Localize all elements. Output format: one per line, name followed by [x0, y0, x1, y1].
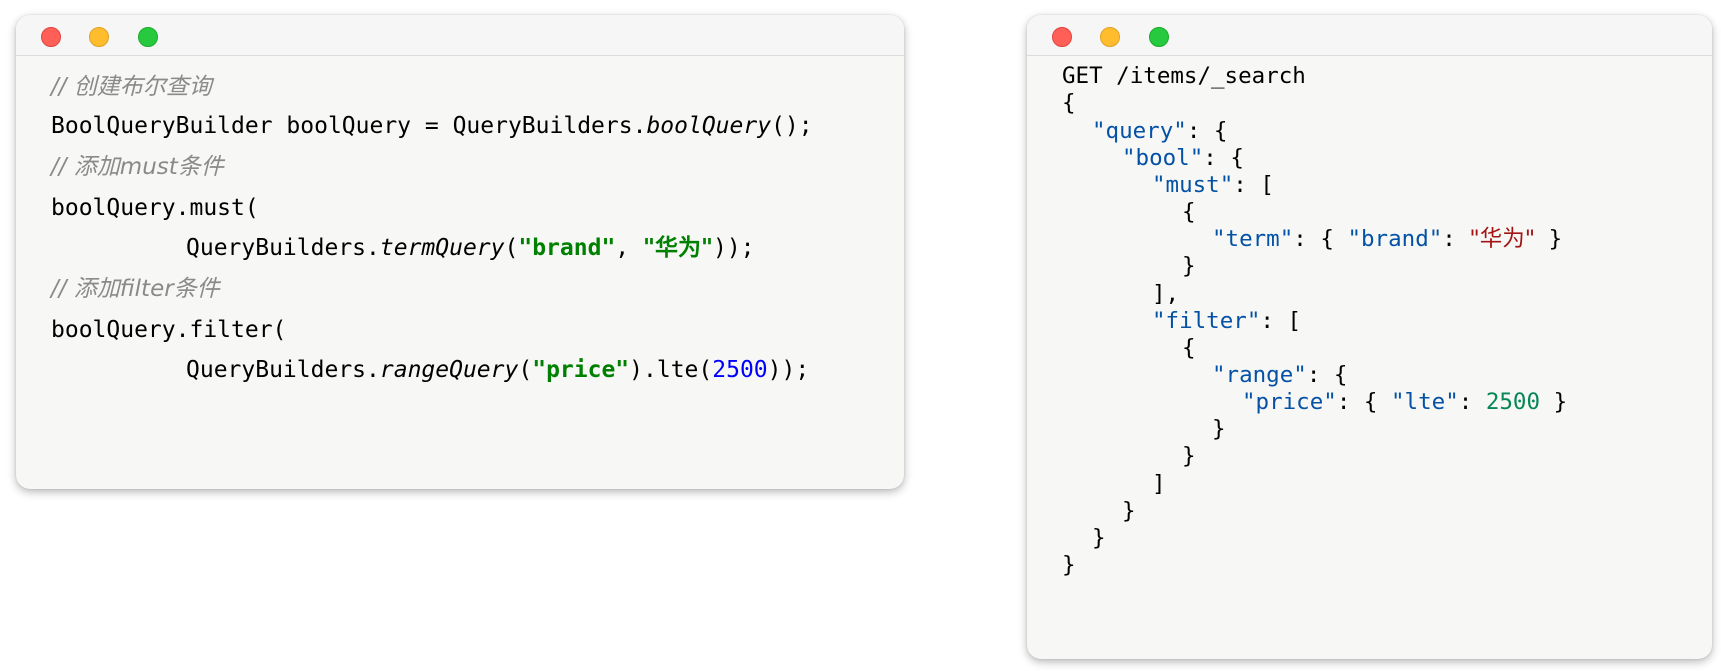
window-titlebar [1027, 15, 1712, 56]
code-line: QueryBuilders.termQuery("brand", "华为")); [186, 235, 755, 261]
maximize-window-button[interactable] [1149, 27, 1169, 47]
code-line: "query": { [1092, 118, 1228, 144]
code-line: QueryBuilders.rangeQuery("price").lte(25… [186, 357, 810, 383]
java-code-window: // 创建布尔查询 BoolQueryBuilder boolQuery = Q… [16, 15, 904, 489]
code-line: "term": { "brand": "华为" } [1212, 226, 1563, 252]
code-line: } [1212, 416, 1226, 442]
code-line: "filter": [ [1152, 308, 1302, 334]
code-comment: // 创建布尔查询 [51, 74, 212, 100]
code-line: boolQuery.must( [51, 195, 259, 221]
code-line: } [1092, 525, 1106, 551]
code-line: } [1182, 443, 1196, 469]
code-line: BoolQueryBuilder boolQuery = QueryBuilde… [51, 113, 813, 139]
code-line: } [1122, 498, 1136, 524]
code-line: "range": { [1212, 362, 1348, 388]
code-line: boolQuery.filter( [51, 317, 287, 343]
code-line: ], [1152, 281, 1180, 307]
close-window-button[interactable] [1052, 27, 1072, 47]
code-line: } [1182, 253, 1196, 279]
code-line: } [1062, 552, 1076, 578]
code-line: { [1062, 90, 1076, 116]
minimize-window-button[interactable] [89, 27, 109, 47]
code-line: ] [1152, 471, 1166, 497]
window-titlebar [16, 15, 904, 56]
maximize-window-button[interactable] [138, 27, 158, 47]
code-line: GET /items/_search [1062, 63, 1306, 89]
code-line: { [1182, 199, 1196, 225]
minimize-window-button[interactable] [1100, 27, 1120, 47]
code-line: "bool": { [1122, 145, 1244, 171]
java-code-block: // 创建布尔查询 BoolQueryBuilder boolQuery = Q… [51, 15, 813, 383]
code-comment: // 添加filter条件 [51, 276, 220, 302]
code-line: "price": { "lte": 2500 } [1242, 389, 1568, 415]
dsl-code-window: GET /items/_search { "query": { "bool": … [1027, 15, 1712, 659]
code-comment: // 添加must条件 [51, 154, 224, 180]
close-window-button[interactable] [41, 27, 61, 47]
dsl-code-block: GET /items/_search { "query": { "bool": … [1062, 15, 1567, 578]
code-line: "must": [ [1152, 172, 1274, 198]
code-line: { [1182, 335, 1196, 361]
